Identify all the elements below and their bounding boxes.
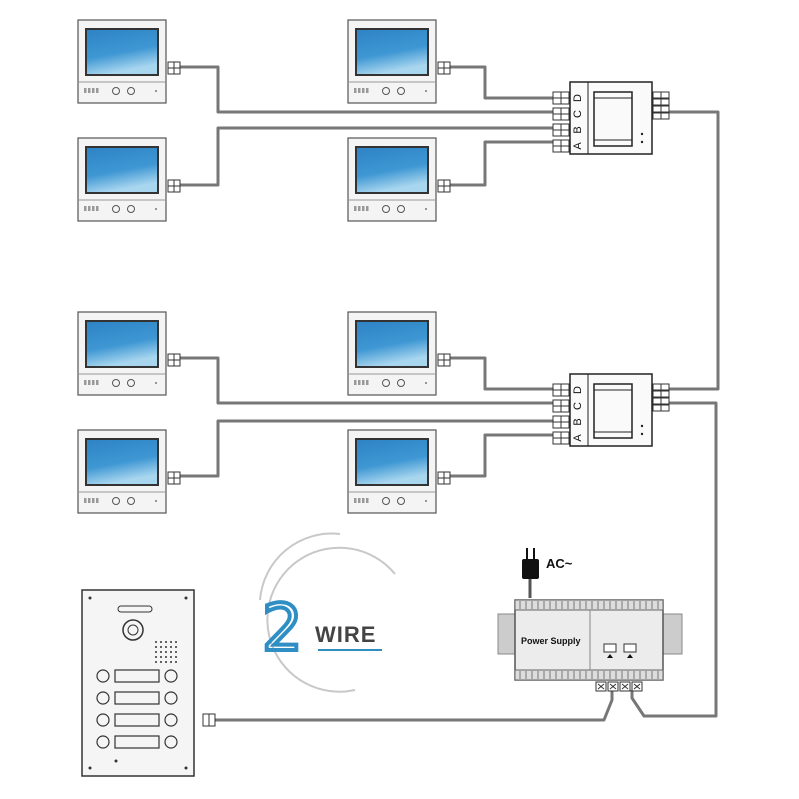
bus-wire bbox=[630, 401, 718, 718]
name-plate bbox=[114, 691, 160, 705]
call-button bbox=[96, 691, 110, 705]
distributor-port-letter: B bbox=[572, 126, 584, 133]
call-button bbox=[164, 713, 178, 727]
distributor-port-letter: A bbox=[572, 434, 584, 442]
power-supply-icon: AC~ Power Supply bbox=[497, 548, 683, 692]
ac-plug-icon bbox=[522, 548, 539, 598]
indoor-monitor-icon bbox=[77, 429, 181, 514]
name-plate bbox=[114, 669, 160, 683]
call-button bbox=[164, 691, 178, 705]
distributor-port-letter: B bbox=[572, 418, 584, 425]
distributor-port-letter: D bbox=[572, 386, 584, 394]
bus-wire bbox=[180, 419, 553, 478]
indoor-monitor-icon bbox=[77, 311, 181, 396]
power-supply-label: Power Supply bbox=[521, 636, 581, 646]
indoor-monitor-icon bbox=[347, 19, 451, 104]
distributor-port-letter: C bbox=[572, 110, 584, 118]
bus-wire bbox=[669, 110, 720, 391]
call-button bbox=[96, 669, 110, 683]
indoor-monitor-icon bbox=[347, 137, 451, 222]
indoor-monitor-icon bbox=[77, 137, 181, 222]
bus-wire bbox=[180, 356, 553, 405]
two-wire-logo: 2 WIRE bbox=[259, 532, 396, 693]
logo-word: WIRE bbox=[315, 622, 376, 647]
indoor-monitor-icon bbox=[347, 429, 451, 514]
distributor-port-letter: C bbox=[572, 402, 584, 410]
indoor-monitor-icon bbox=[347, 311, 451, 396]
ac-label: AC~ bbox=[546, 556, 573, 571]
distributor-port-letter: A bbox=[572, 142, 584, 150]
bus-wire bbox=[180, 126, 553, 187]
distributor-icon: A B CD bbox=[552, 373, 670, 447]
bus-wire bbox=[450, 433, 553, 478]
distributor-icon: A B CD bbox=[552, 81, 670, 155]
bus-wire bbox=[450, 65, 553, 100]
door-station-icon bbox=[81, 589, 216, 777]
indoor-monitor-icon bbox=[77, 19, 181, 104]
bus-wire bbox=[215, 690, 614, 722]
bus-wire bbox=[180, 65, 553, 114]
bus-wire bbox=[450, 356, 553, 391]
logo-numeral: 2 bbox=[262, 592, 303, 666]
call-button bbox=[164, 669, 178, 683]
call-button bbox=[96, 713, 110, 727]
distributor-port-letter: D bbox=[572, 94, 584, 102]
bus-wire bbox=[450, 140, 553, 187]
indoor-monitors bbox=[77, 19, 451, 514]
name-plate bbox=[114, 735, 160, 749]
wiring bbox=[180, 65, 720, 722]
call-button bbox=[96, 735, 110, 749]
name-plate bbox=[114, 713, 160, 727]
call-button bbox=[164, 735, 178, 749]
